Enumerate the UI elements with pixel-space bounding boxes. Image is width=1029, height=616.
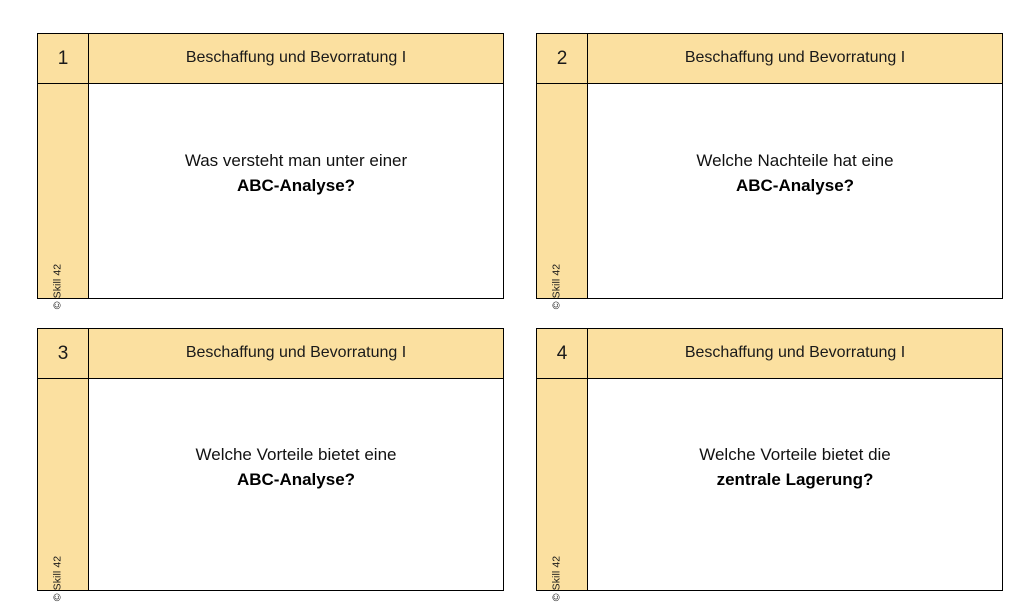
copyright-label: © Skill 42 [550, 555, 563, 601]
flashcard-1[interactable]: 1 Beschaffung und Bevorratung I © Skill … [37, 33, 504, 309]
card-body: Welche Nachteile hat eine ABC-Analyse? [588, 84, 1002, 298]
card-sidebar: © Skill 42 [38, 379, 89, 601]
card-number-badge: 3 [38, 329, 89, 379]
card-sidebar: © Skill 42 [537, 379, 588, 601]
question-line-1: Welche Nachteile hat eine [696, 151, 894, 171]
card-number-badge: 1 [38, 34, 89, 84]
card-body: Welche Vorteile bietet eine ABC-Analyse? [89, 379, 503, 590]
card-body: Welche Vorteile bietet die zentrale Lage… [588, 379, 1002, 590]
card-title: Beschaffung und Bevorratung I [89, 34, 503, 84]
card-title: Beschaffung und Bevorratung I [588, 34, 1002, 84]
copyright-label: © Skill 42 [51, 555, 64, 601]
question-line-2: ABC-Analyse? [236, 176, 356, 195]
question-line-1: Was versteht man unter einer [184, 151, 408, 171]
card-sidebar: © Skill 42 [537, 84, 588, 309]
flashcard-3[interactable]: 3 Beschaffung und Bevorratung I © Skill … [37, 328, 504, 601]
question-line-1: Welche Vorteile bietet eine [195, 444, 397, 464]
copyright-label: © Skill 42 [550, 263, 563, 309]
card-sidebar: © Skill 42 [38, 84, 89, 309]
flashcard-4[interactable]: 4 Beschaffung und Bevorratung I © Skill … [536, 328, 1003, 601]
card-title: Beschaffung und Bevorratung I [89, 329, 503, 379]
card-title: Beschaffung und Bevorratung I [588, 329, 1002, 379]
question-line-1: Welche Vorteile bietet die [699, 444, 891, 464]
flashcard-grid: 1 Beschaffung und Bevorratung I © Skill … [37, 33, 1003, 601]
question-line-2: zentrale Lagerung? [716, 469, 874, 489]
question-line-2: ABC-Analyse? [735, 176, 855, 195]
card-number-badge: 4 [537, 329, 588, 379]
card-number-badge: 2 [537, 34, 588, 84]
copyright-label: © Skill 42 [51, 263, 64, 309]
card-body: Was versteht man unter einer ABC-Analyse… [89, 84, 503, 298]
question-line-2: ABC-Analyse? [236, 469, 356, 489]
flashcard-2[interactable]: 2 Beschaffung und Bevorratung I © Skill … [536, 33, 1003, 309]
